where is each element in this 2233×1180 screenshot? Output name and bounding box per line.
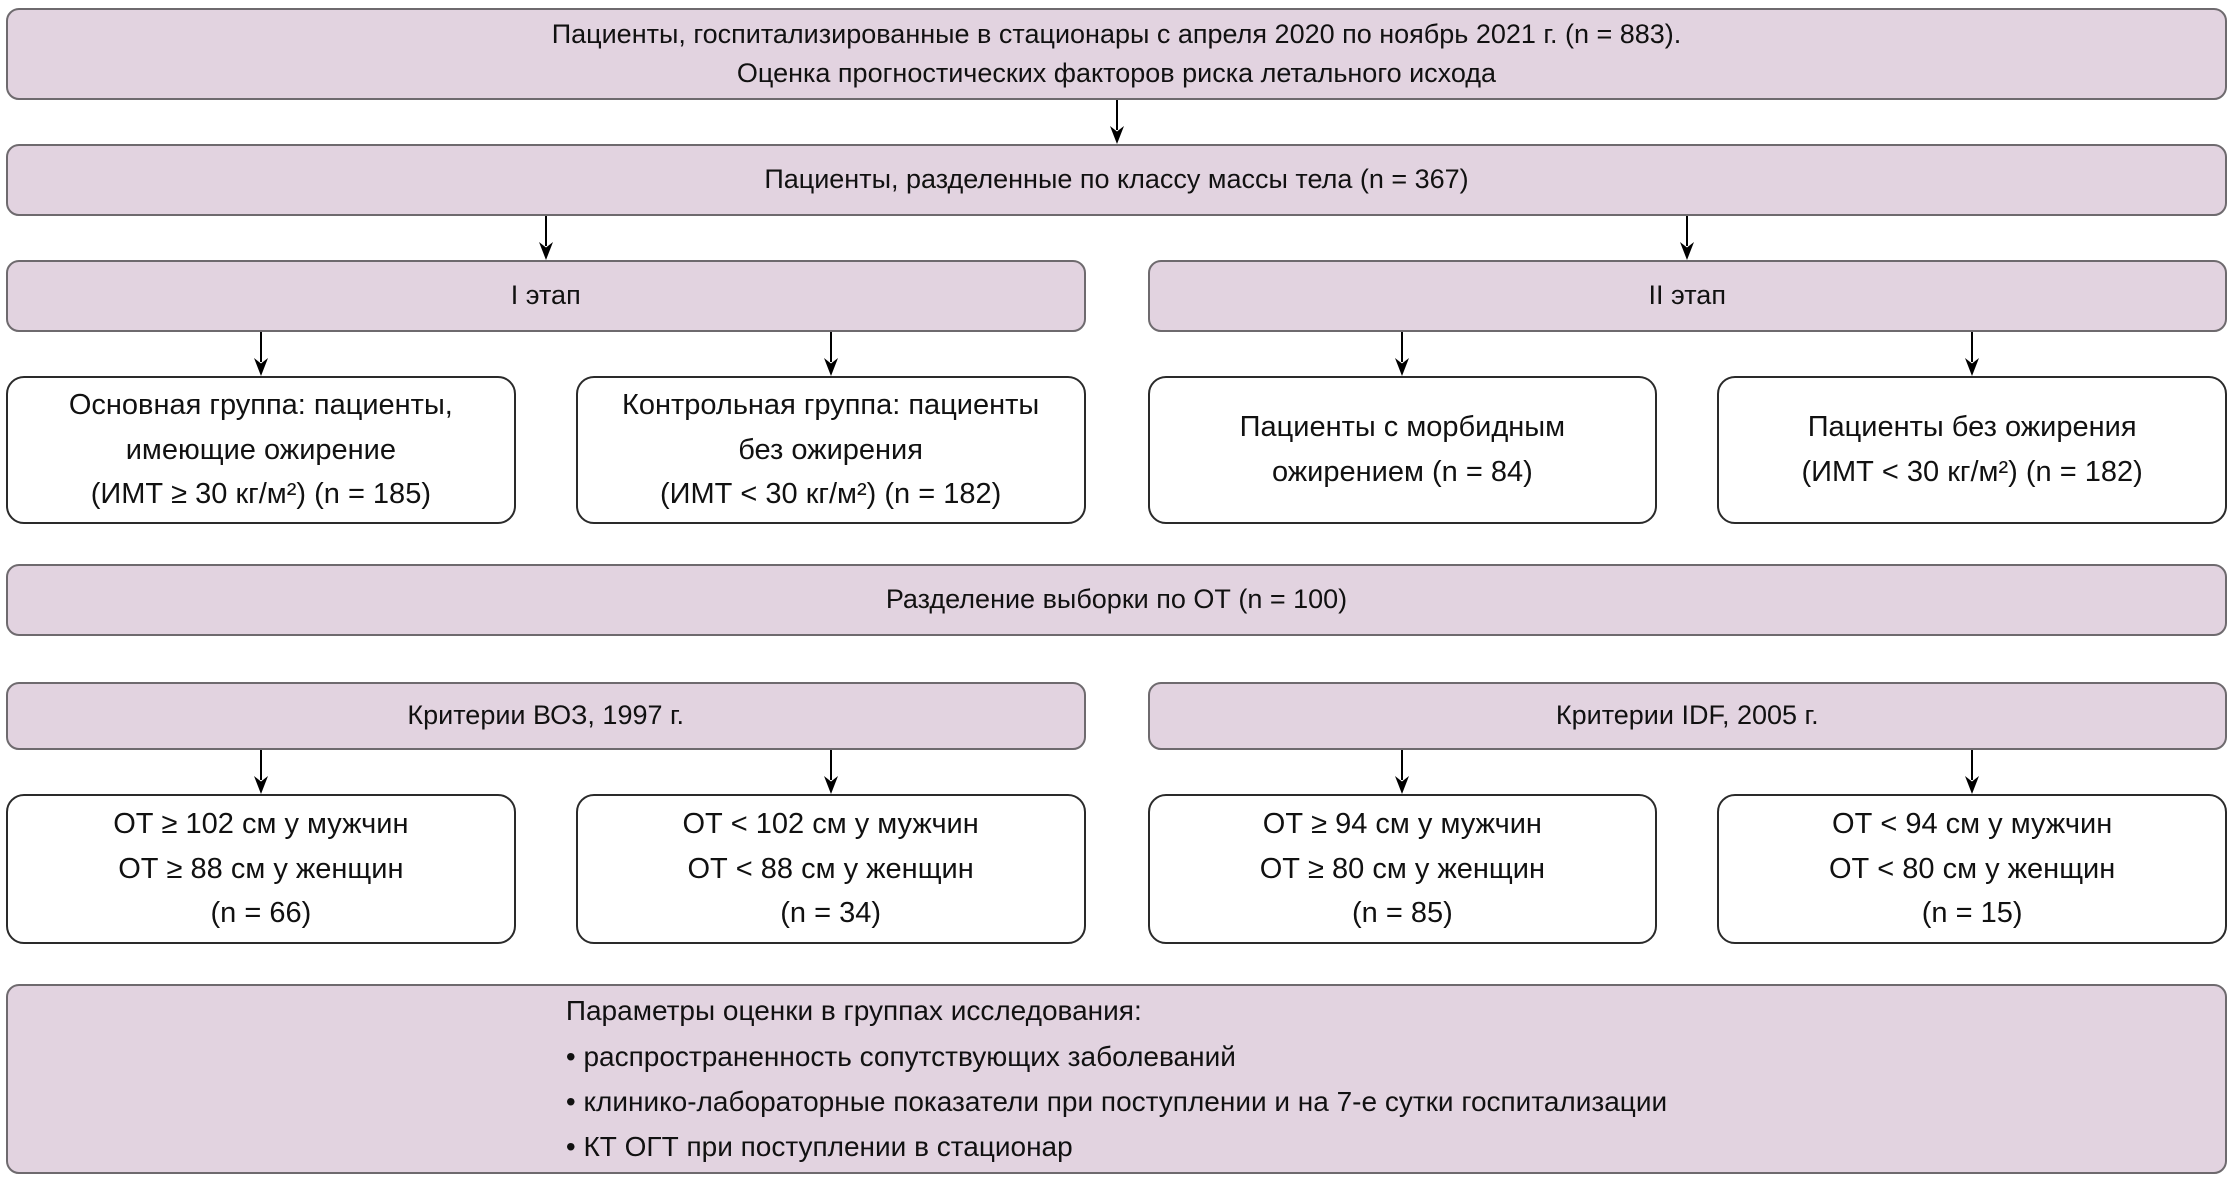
stage-header-row: I этап II этап — [6, 260, 2227, 332]
arrow-down-icon — [1395, 750, 1410, 794]
stage-i-header: I этап — [6, 260, 1086, 332]
arrow-down-icon — [1965, 750, 1980, 794]
control-group-box: Контрольная группа: пациенты без ожирени… — [575, 376, 1086, 524]
stage-ii-header: II этап — [1147, 260, 2227, 332]
idf-below-threshold-box: ОТ < 94 см у мужчин ОТ < 80 см у женщин … — [1717, 794, 2227, 944]
who-below-threshold-box: ОТ < 102 см у мужчин ОТ < 88 см у женщин… — [575, 794, 1086, 944]
connector-row-top — [6, 100, 2227, 144]
no-obesity-box: Пациенты без ожирения (ИМТ < 30 кг/м²) (… — [1717, 376, 2227, 524]
arrow-down-icon — [1680, 216, 1695, 260]
main-group-box: Основная группа: пациенты, имеющие ожире… — [6, 376, 516, 524]
parameters-banner: Параметры оценки в группах исследования:… — [6, 984, 2227, 1174]
idf-criteria-header: Критерии IDF, 2005 г. — [1147, 682, 2227, 750]
who-criteria-header: Критерии ВОЗ, 1997 г. — [6, 682, 1086, 750]
ot-split-banner: Разделение выборки по ОТ (n = 100) — [6, 564, 2227, 636]
arrow-down-icon — [823, 332, 838, 376]
connector-row-criteria — [6, 750, 2227, 794]
top-study-banner: Пациенты, госпитализированные в стациона… — [6, 8, 2227, 100]
arrow-down-icon — [1965, 332, 1980, 376]
arrow-down-icon — [823, 750, 838, 794]
who-above-threshold-box: ОТ ≥ 102 см у мужчин ОТ ≥ 88 см у женщин… — [6, 794, 516, 944]
parameters-list: Параметры оценки в группах исследования:… — [565, 995, 1668, 1163]
idf-above-threshold-box: ОТ ≥ 94 см у мужчин ОТ ≥ 80 см у женщин … — [1147, 794, 1658, 944]
criteria-box-row: ОТ ≥ 102 см у мужчин ОТ ≥ 88 см у женщин… — [6, 794, 2227, 944]
connector-row-stages — [6, 216, 2227, 260]
criteria-header-row: Критерии ВОЗ, 1997 г. Критерии IDF, 2005… — [6, 682, 2227, 750]
group-box-row: Основная группа: пациенты, имеющие ожире… — [6, 376, 2227, 524]
morbid-obesity-box: Пациенты с морбидным ожирением (n = 84) — [1147, 376, 1658, 524]
arrow-down-icon — [253, 750, 268, 794]
arrow-down-icon — [1109, 100, 1124, 144]
arrow-down-icon — [253, 332, 268, 376]
arrow-down-icon — [1395, 332, 1410, 376]
connector-row-groups — [6, 332, 2227, 376]
weight-class-banner: Пациенты, разделенные по классу массы те… — [6, 144, 2227, 216]
arrow-down-icon — [538, 216, 553, 260]
